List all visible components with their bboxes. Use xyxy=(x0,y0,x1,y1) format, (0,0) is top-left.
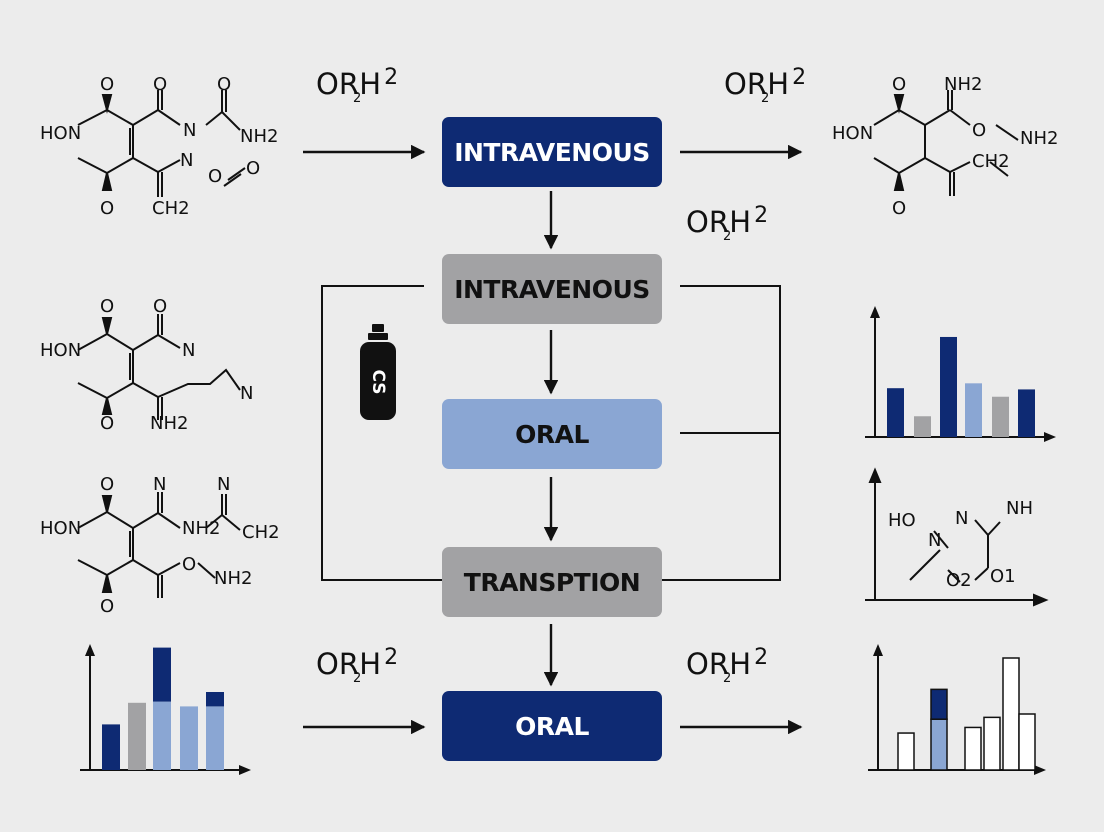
m5-o1: O1 xyxy=(990,566,1016,587)
box-intravenous-top: INTRAVENOUS xyxy=(442,117,662,187)
m2-n1: O xyxy=(972,120,987,141)
m5-n1: N xyxy=(928,530,942,551)
molecule-1 xyxy=(77,90,246,197)
bar xyxy=(153,701,171,770)
m3-o2: O xyxy=(100,413,115,434)
box-oral-bottom: ORAL xyxy=(442,691,662,761)
box-intravenous-top-label: INTRAVENOUS xyxy=(454,137,650,167)
m4-n1: NH2 xyxy=(182,518,221,539)
m4-o4: N xyxy=(217,474,231,495)
m4-nh2: CH2 xyxy=(242,522,280,543)
m4-ch2: NH2 xyxy=(214,568,253,589)
molecule-4 xyxy=(77,492,241,598)
bar xyxy=(206,706,224,770)
m3-nh2: N xyxy=(182,340,196,361)
bar-stack-top xyxy=(153,647,171,702)
m1-o2: O xyxy=(100,198,115,219)
m4-n2: O xyxy=(182,554,197,575)
bar-stack-top xyxy=(930,688,948,720)
bar xyxy=(897,732,915,771)
bar xyxy=(965,383,982,437)
m1-o5: O xyxy=(208,166,223,187)
x-axis-arrow xyxy=(1044,432,1056,442)
bar xyxy=(964,726,982,771)
m4-o3: N xyxy=(153,474,167,495)
m5-nh: NH xyxy=(1006,498,1033,519)
m2-nh2: NH2 xyxy=(1020,128,1059,149)
bar-chart-lower-right xyxy=(868,644,1046,775)
molecule-5 xyxy=(865,467,1049,607)
spray-canister-icon xyxy=(360,324,396,420)
m3-o3: O xyxy=(153,296,168,317)
molecule-2 xyxy=(873,90,1019,196)
m5-ho: HO xyxy=(888,510,916,531)
m3-ch2: N xyxy=(240,383,254,404)
bar xyxy=(102,724,120,770)
x-axis-arrow xyxy=(1034,765,1046,775)
bar-chart-lower-left xyxy=(80,644,251,775)
m4-hon: HON xyxy=(40,518,82,539)
box-transption: TRANSPTION xyxy=(442,547,662,617)
left-bracket-line xyxy=(321,285,442,581)
bar xyxy=(1018,713,1036,771)
bar xyxy=(930,718,948,771)
m2-hon: HON xyxy=(832,123,874,144)
m1-n2: N xyxy=(180,150,194,171)
m1-o4: O xyxy=(217,74,232,95)
molecule-3 xyxy=(77,314,241,420)
m4-o2: O xyxy=(100,596,115,617)
m1-o1: O xyxy=(100,74,115,95)
m2-n2: CH2 xyxy=(972,151,1010,172)
m1-o6: O xyxy=(246,158,261,179)
m5-o2: O2 xyxy=(946,570,972,591)
m3-o1: O xyxy=(100,296,115,317)
bar xyxy=(1018,389,1035,437)
m2-o1: O xyxy=(892,74,907,95)
bar xyxy=(180,706,198,770)
box-intravenous-second-label: INTRAVENOUS xyxy=(454,274,650,304)
m4-o1: O xyxy=(100,474,115,495)
m1-n1: N xyxy=(183,120,197,141)
m3-nh2-b: NH2 xyxy=(150,413,189,434)
bar xyxy=(128,702,146,770)
m2-o2: O xyxy=(892,198,907,219)
m1-hon: HON xyxy=(40,123,82,144)
bar xyxy=(992,396,1009,437)
x-axis-arrow xyxy=(239,765,251,775)
box-oral-bottom-label: ORAL xyxy=(515,711,589,741)
m1-ch2: CH2 xyxy=(152,198,190,219)
m1-o3: O xyxy=(153,74,168,95)
bar-chart-upper-right xyxy=(865,306,1056,442)
y-axis-arrow xyxy=(870,306,880,318)
y-axis-arrow xyxy=(873,644,883,656)
y-axis-arrow xyxy=(85,644,95,656)
bar xyxy=(887,388,904,437)
box-intravenous-second: INTRAVENOUS xyxy=(442,254,662,324)
bar xyxy=(1002,657,1020,771)
bar xyxy=(983,716,1001,771)
bar xyxy=(914,416,931,437)
m3-hon: HON xyxy=(40,340,82,361)
bar-stack-top xyxy=(206,692,224,707)
canister-label: CS xyxy=(368,369,388,395)
m5-n2: N xyxy=(955,508,969,529)
box-transption-label: TRANSPTION xyxy=(463,567,641,597)
box-oral-middle: ORAL xyxy=(442,399,662,469)
bar xyxy=(940,336,957,437)
m1-nh2: NH2 xyxy=(240,126,279,147)
m2-o3: NH2 xyxy=(944,74,983,95)
box-oral-middle-label: ORAL xyxy=(515,419,589,449)
